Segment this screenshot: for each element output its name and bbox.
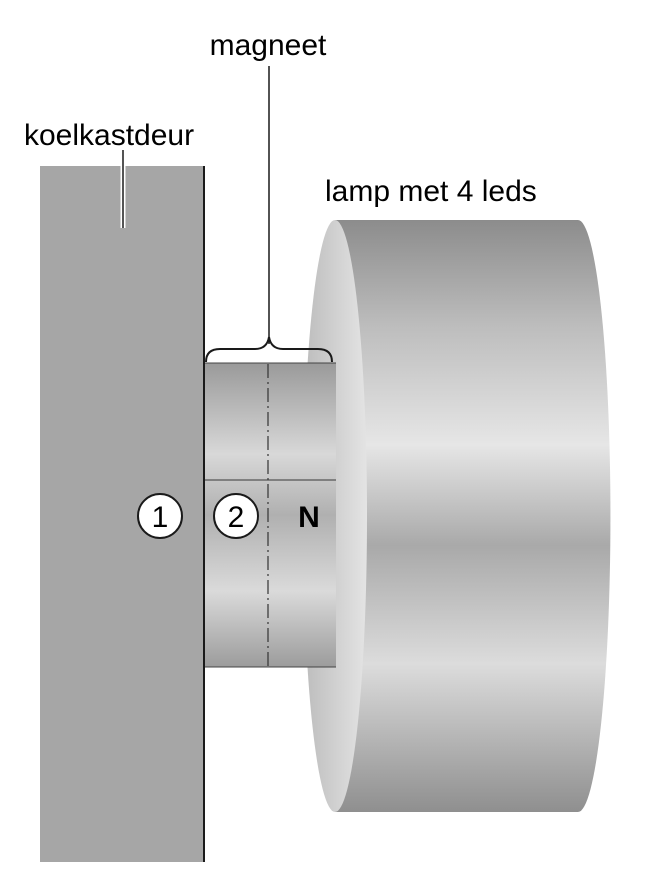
magnet-brace bbox=[205, 336, 333, 363]
marker-1: 1 bbox=[137, 493, 183, 539]
marker-1-label: 1 bbox=[152, 501, 169, 534]
north-pole-label: N bbox=[298, 501, 320, 534]
marker-2-label: 2 bbox=[228, 501, 245, 534]
door-label: koelkastdeur bbox=[24, 119, 194, 152]
marker-2: 2 bbox=[213, 493, 259, 539]
magnet-label: magneet bbox=[210, 29, 327, 62]
lamp-label: lamp met 4 leds bbox=[325, 175, 537, 208]
lamp bbox=[303, 220, 611, 812]
lamp-body bbox=[335, 220, 611, 812]
